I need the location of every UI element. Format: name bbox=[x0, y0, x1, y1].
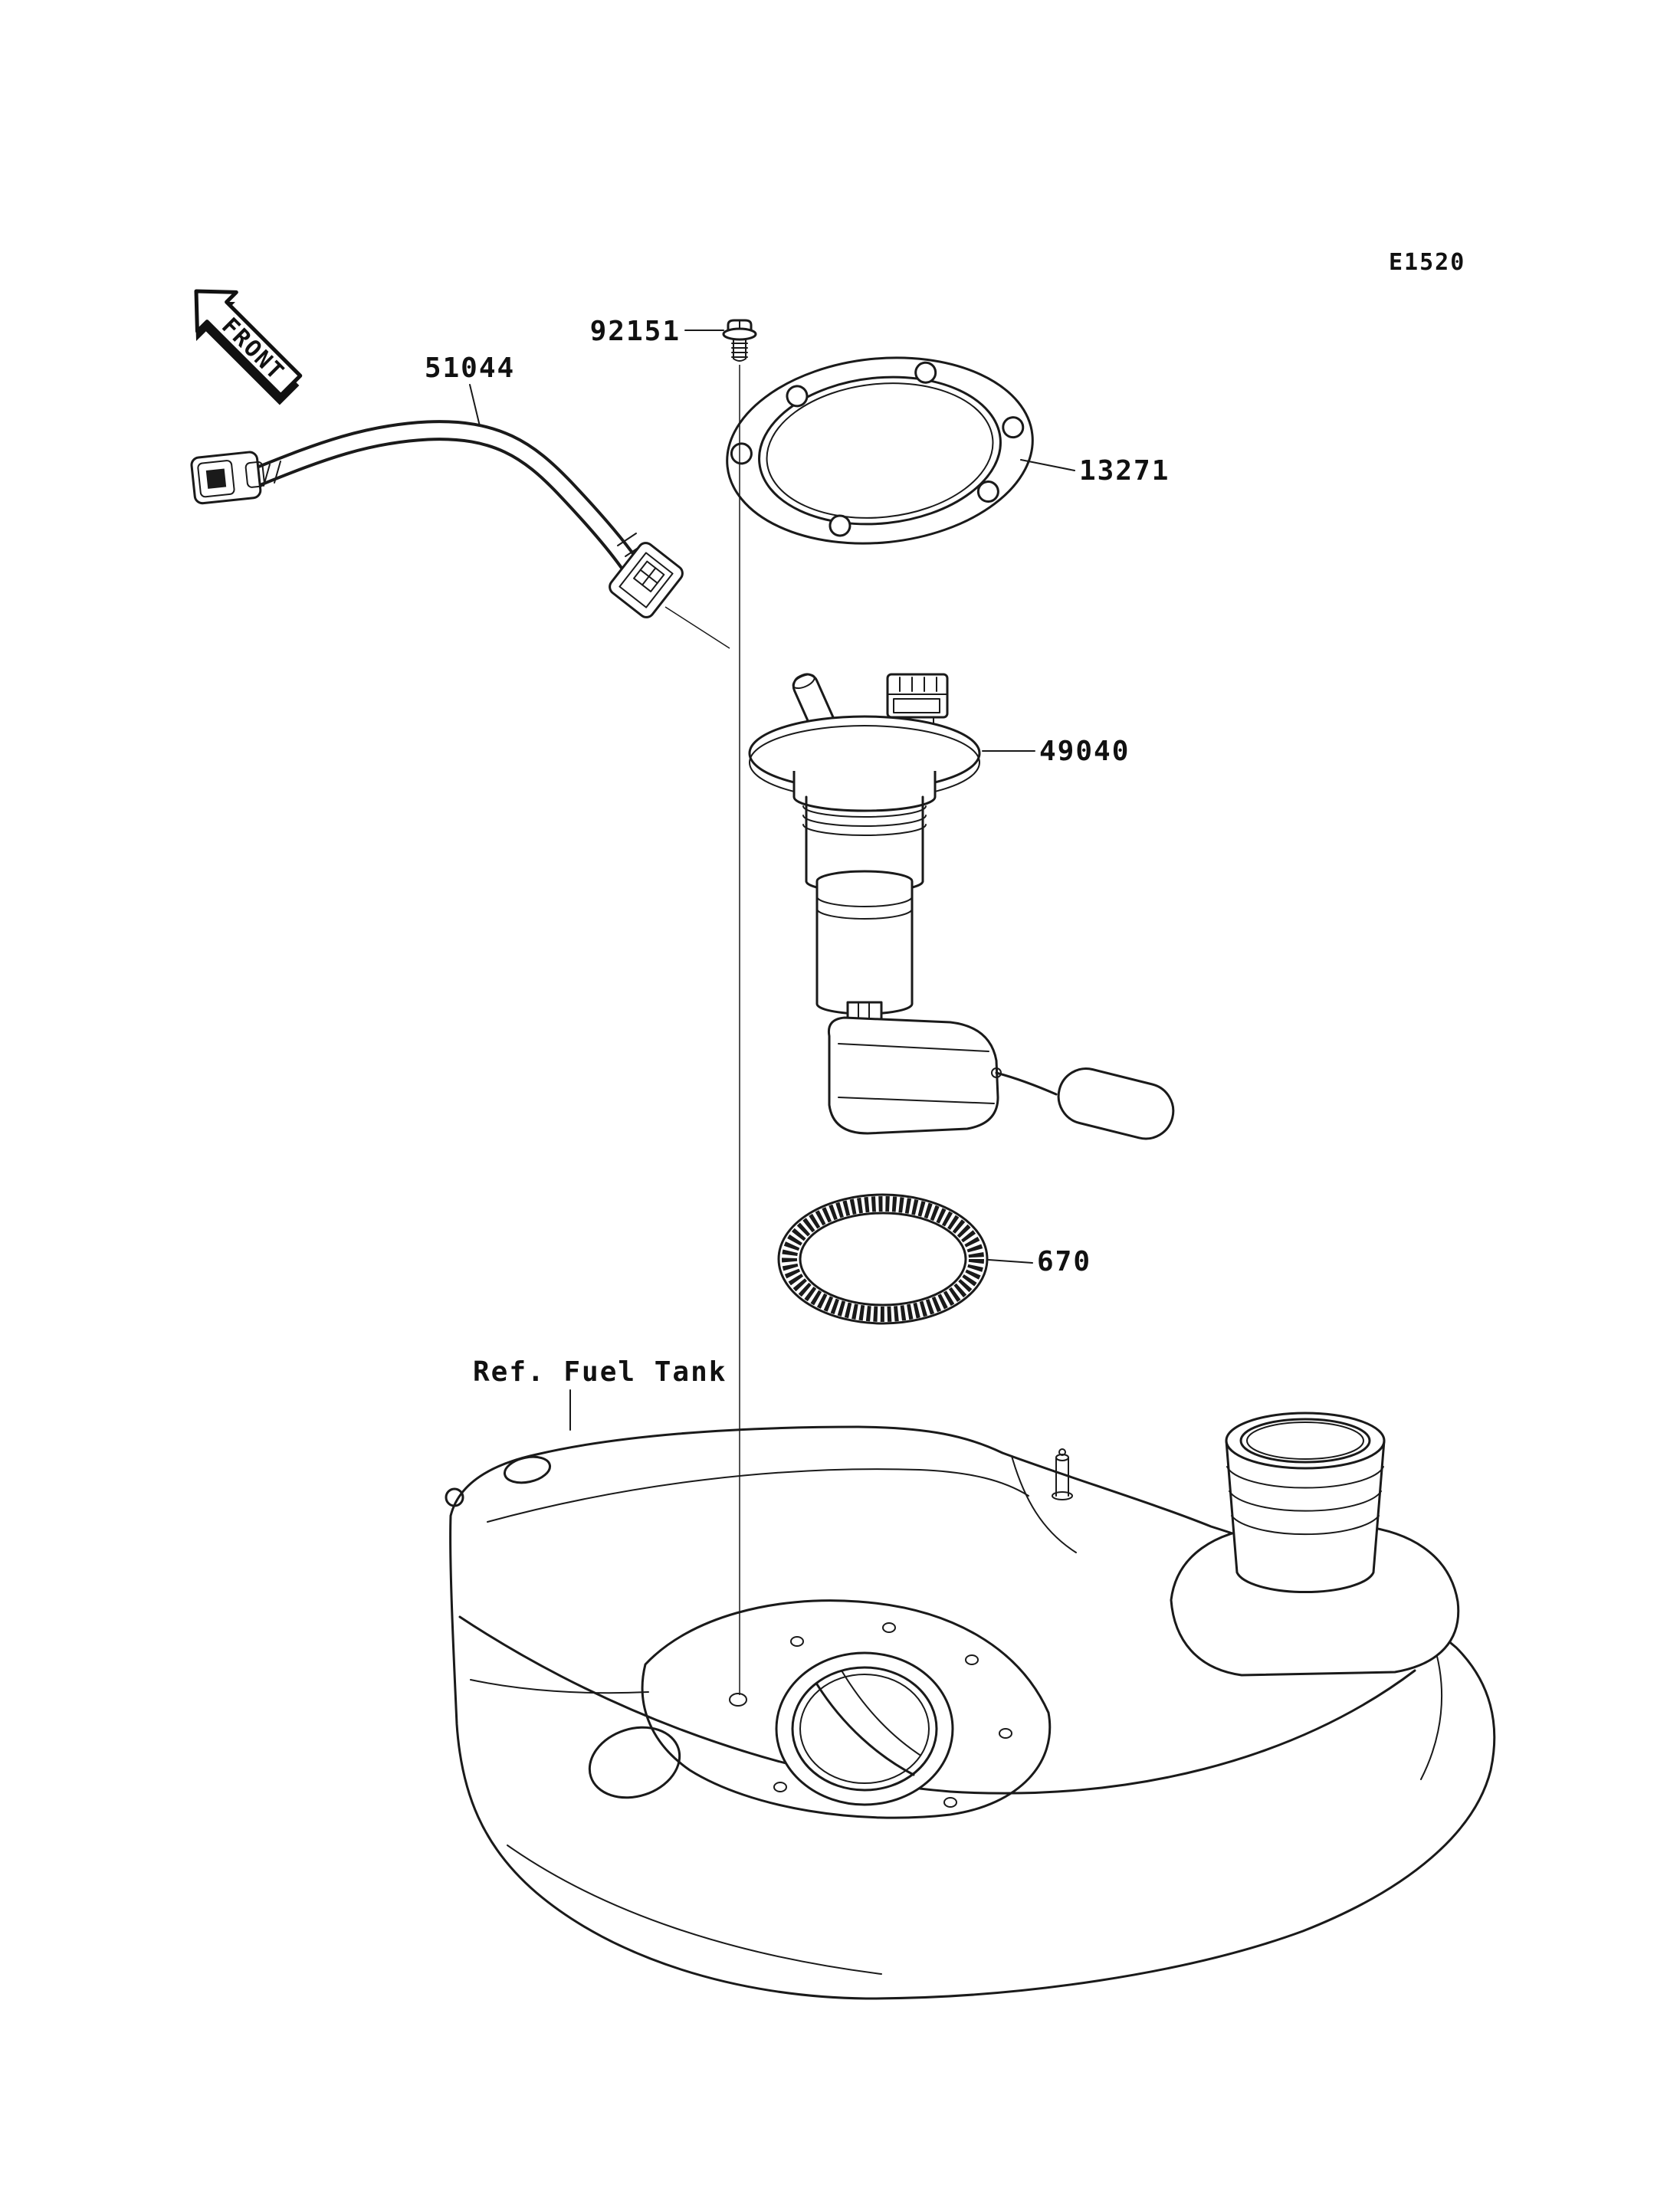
pump-electrical-connector bbox=[886, 673, 949, 730]
fuel-level-float bbox=[1057, 1067, 1175, 1140]
part-number-49040: 49040 bbox=[1039, 736, 1130, 767]
tank-bolt-hole bbox=[943, 1797, 957, 1808]
tank-top-oval-hole bbox=[503, 1455, 552, 1484]
tank-collar-crease bbox=[1011, 1455, 1077, 1553]
leader-line bbox=[469, 384, 481, 427]
gasket-bolt-hole bbox=[829, 514, 851, 537]
part-number-13271: 13271 bbox=[1079, 455, 1170, 487]
part-label-fuel-hose: 51044 bbox=[425, 353, 515, 427]
part-number-92151: 92151 bbox=[590, 316, 681, 347]
pump-cylinder bbox=[815, 870, 914, 1015]
filler-neck bbox=[1225, 1412, 1386, 1594]
ref-fuel-tank-text: Ref. Fuel Tank bbox=[473, 1356, 727, 1388]
tank-bottom-crease bbox=[507, 1844, 882, 1975]
leader-line bbox=[1020, 459, 1075, 471]
gasket-bolt-hole bbox=[914, 361, 937, 384]
tank-bolt-hole bbox=[729, 1693, 747, 1707]
gasket-bolt-hole bbox=[730, 442, 753, 465]
pump-lower-housing bbox=[827, 1016, 999, 1135]
hose-routing-line bbox=[664, 606, 730, 649]
pump-collar bbox=[792, 771, 937, 812]
tank-oval-recess bbox=[588, 1726, 681, 1799]
o-ring-drawing bbox=[777, 1193, 989, 1325]
tank-bolt-hole bbox=[999, 1728, 1012, 1739]
gasket-bolt-hole bbox=[976, 480, 999, 503]
fuel-tank-reference-label: Ref. Fuel Tank bbox=[473, 1356, 727, 1431]
gasket-bolt-hole bbox=[786, 385, 809, 408]
tank-pump-platform bbox=[641, 1599, 1052, 1819]
part-number-670: 670 bbox=[1037, 1246, 1091, 1277]
tank-bolt-hole bbox=[882, 1622, 896, 1633]
tank-bracket-hole bbox=[445, 1487, 464, 1507]
screw-drawing bbox=[722, 319, 757, 362]
fuel-hose-drawing bbox=[190, 420, 730, 649]
part-label-fuel-pump: 49040 bbox=[982, 736, 1130, 767]
tank-platform-crease bbox=[470, 1679, 649, 1694]
tank-bolt-hole bbox=[965, 1654, 979, 1665]
fuel-pump-drawing bbox=[748, 673, 1175, 1140]
part-label-screw: 92151 bbox=[590, 316, 724, 347]
leader-line bbox=[988, 1259, 1033, 1264]
tank-bolt-hole bbox=[790, 1636, 804, 1647]
part-label-o-ring: 670 bbox=[988, 1246, 1091, 1277]
hose-middle-connector bbox=[609, 542, 684, 618]
gasket-plate-drawing bbox=[726, 356, 1034, 545]
hose-left-connector bbox=[190, 451, 265, 505]
fuel-tank-drawing bbox=[445, 1412, 1496, 2000]
float-arm bbox=[995, 1071, 1058, 1096]
tank-vent-pipe bbox=[1052, 1448, 1073, 1500]
front-arrow-icon: FRONT bbox=[194, 289, 303, 405]
part-label-gasket-plate: 13271 bbox=[1020, 455, 1170, 487]
tank-top-crease bbox=[487, 1468, 1029, 1523]
tank-pump-opening bbox=[729, 1622, 1012, 1808]
part-number-51044: 51044 bbox=[425, 353, 515, 384]
tank-bolt-hole bbox=[773, 1782, 787, 1792]
tank-front-crease bbox=[458, 1615, 1416, 1795]
gasket-bolt-hole bbox=[1002, 416, 1025, 439]
page-code: E1520 bbox=[1389, 249, 1465, 276]
pump-bracket bbox=[805, 795, 924, 883]
